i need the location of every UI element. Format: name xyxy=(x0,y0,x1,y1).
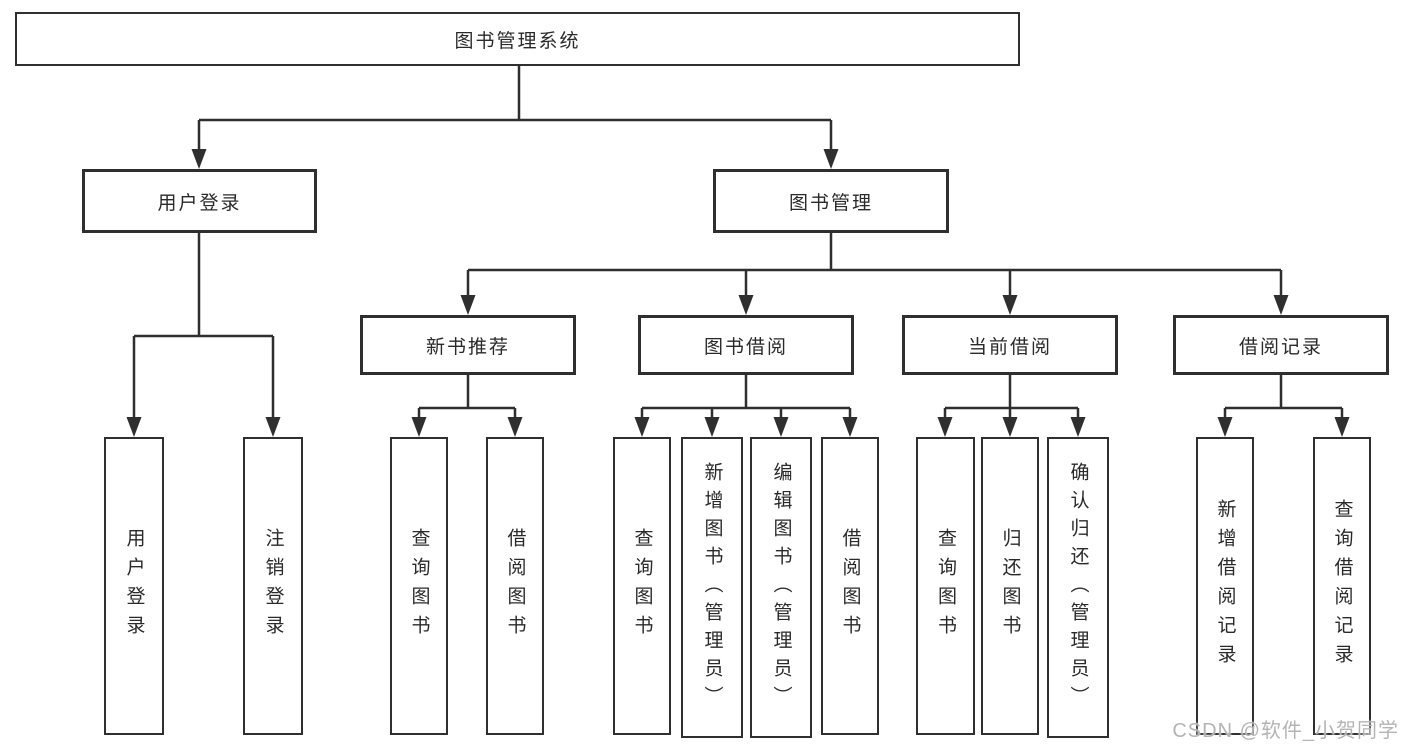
node-book-mgmt: 图书管理 xyxy=(713,169,949,233)
leaf-logout: 注销登录 xyxy=(243,437,303,735)
connector-login-to-leaves xyxy=(126,233,281,437)
node-current-borrow: 当前借阅 xyxy=(902,315,1118,375)
leaf-newbooks-query: 查询图书 xyxy=(390,437,448,735)
connector-borrow-to-leaves xyxy=(634,375,858,437)
leaf-current-query: 查询图书 xyxy=(916,437,975,735)
node-new-books: 新书推荐 xyxy=(360,315,576,375)
csdn-watermark: CSDN @软件_小贺同学 xyxy=(1172,720,1399,742)
leaf-borrow-add-admin: 新增图书（管理员） xyxy=(681,437,743,738)
leaf-current-return: 归还图书 xyxy=(981,437,1039,735)
connector-newbooks-to-leaves xyxy=(411,375,523,437)
leaf-record-query: 查询借阅记录 xyxy=(1313,437,1371,735)
leaf-current-confirm-admin: 确认归还（管理员） xyxy=(1047,437,1109,738)
connector-records-to-leaves xyxy=(1217,375,1350,437)
connector-root-to-level2 xyxy=(191,66,839,169)
leaf-borrow-book: 借阅图书 xyxy=(821,437,879,735)
node-root: 图书管理系统 xyxy=(15,12,1020,66)
node-user-login: 用户登录 xyxy=(82,169,317,233)
leaf-user-login: 用户登录 xyxy=(104,437,164,735)
leaf-newbooks-borrow: 借阅图书 xyxy=(486,437,544,735)
leaf-borrow-edit-admin: 编辑图书（管理员） xyxy=(750,437,812,738)
leaf-record-add: 新增借阅记录 xyxy=(1196,437,1254,735)
node-book-borrow: 图书借阅 xyxy=(638,315,854,375)
connector-current-to-leaves xyxy=(937,375,1086,437)
node-borrow-records: 借阅记录 xyxy=(1173,315,1389,375)
connector-mgmt-to-level3 xyxy=(460,233,1289,315)
leaf-borrow-query: 查询图书 xyxy=(613,437,671,735)
